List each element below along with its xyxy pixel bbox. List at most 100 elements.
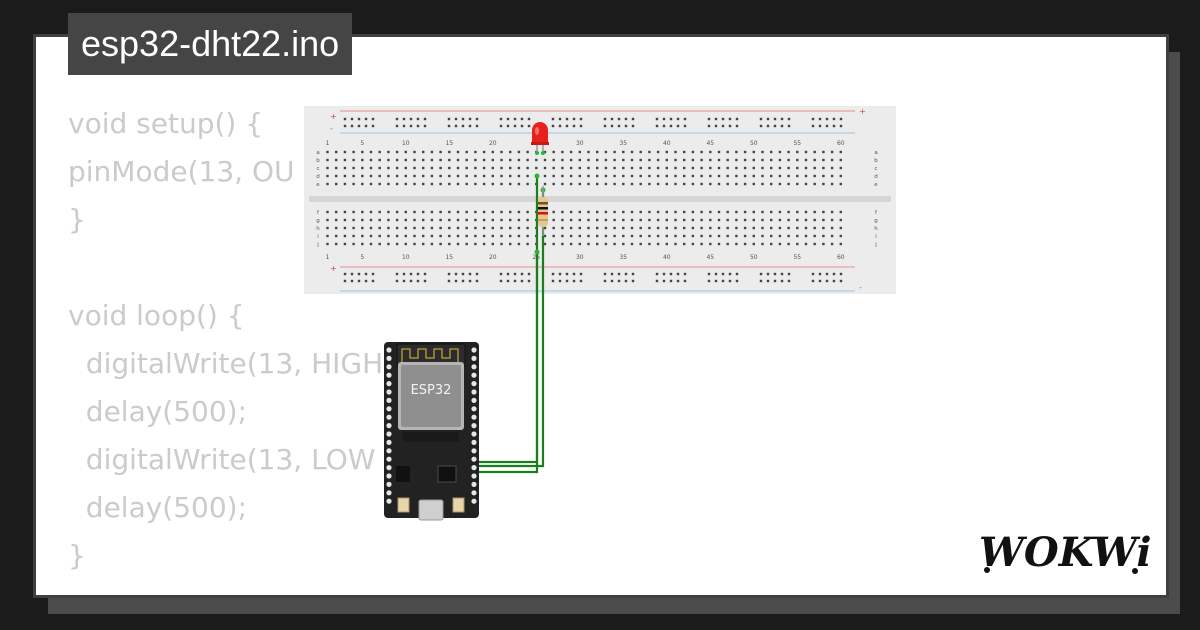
- esp32-pin[interactable]: [386, 456, 392, 462]
- breadboard-hole: [378, 234, 381, 238]
- breadboard-hole: [773, 124, 777, 128]
- breadboard-hole: [728, 117, 732, 121]
- esp32-pin[interactable]: [471, 456, 477, 462]
- esp32-pin[interactable]: [471, 381, 477, 387]
- breadboard-hole: [709, 166, 712, 170]
- breadboard-hole: [343, 158, 347, 162]
- breadboard-hole: [413, 242, 416, 246]
- esp32-pin[interactable]: [386, 372, 392, 378]
- esp32-pin[interactable]: [386, 498, 392, 504]
- esp32-pin[interactable]: [471, 355, 477, 361]
- breadboard-hole: [552, 182, 555, 186]
- breadboard-hole: [551, 279, 555, 283]
- column-number-label: 45: [706, 140, 714, 147]
- esp32-en-button[interactable]: [452, 497, 465, 513]
- esp32-pin[interactable]: [471, 448, 477, 454]
- breadboard-hole: [735, 218, 738, 222]
- breadboard-hole: [700, 242, 703, 246]
- breadboard-hole: [655, 124, 659, 128]
- breadboard-hole: [830, 182, 834, 186]
- breadboard-hole: [465, 174, 468, 178]
- breadboard-hole: [780, 272, 784, 276]
- esp32-pin[interactable]: [471, 439, 477, 445]
- esp32-boot-button[interactable]: [397, 497, 410, 513]
- esp32-pin[interactable]: [471, 473, 477, 479]
- resistor-band: [538, 207, 548, 210]
- wire-ground[interactable]: [478, 190, 545, 468]
- resistor[interactable]: [538, 186, 548, 236]
- breadboard-hole: [465, 166, 468, 170]
- esp32-pin[interactable]: [386, 406, 392, 412]
- breadboard[interactable]: 1155101015152020252530303535404045455050…: [304, 106, 896, 294]
- breadboard-hole: [639, 182, 642, 186]
- breadboard-hole: [752, 150, 755, 154]
- breadboard-hole: [423, 272, 427, 276]
- breadboard-hole: [456, 210, 460, 214]
- breadboard-hole: [402, 279, 406, 283]
- esp32-pin[interactable]: [386, 439, 392, 445]
- breadboard-hole: [350, 272, 354, 276]
- esp32-pin[interactable]: [471, 490, 477, 496]
- breadboard-hole: [596, 166, 599, 170]
- esp32-pin[interactable]: [386, 423, 392, 429]
- breadboard-hole: [491, 158, 494, 162]
- esp32-pin[interactable]: [386, 414, 392, 420]
- breadboard-hole: [674, 182, 677, 186]
- breadboard-hole: [413, 158, 416, 162]
- breadboard-hole: [499, 272, 503, 276]
- esp32-pin[interactable]: [471, 397, 477, 403]
- breadboard-hole: [468, 117, 472, 121]
- row-letter-label: e: [316, 182, 320, 188]
- esp32-pin[interactable]: [386, 355, 392, 361]
- column-number-label: 15: [445, 140, 453, 147]
- breadboard-hole: [613, 158, 616, 162]
- esp32-pin[interactable]: [386, 481, 392, 487]
- esp32-pin[interactable]: [471, 347, 477, 353]
- esp32-pin[interactable]: [386, 490, 392, 496]
- breadboard-hole: [622, 234, 625, 238]
- breadboard-hole: [527, 117, 531, 121]
- breadboard-hole: [439, 150, 442, 154]
- breadboard-hole: [352, 210, 355, 214]
- esp32-pin[interactable]: [386, 381, 392, 387]
- esp32-pin[interactable]: [471, 406, 477, 412]
- esp32-pin[interactable]: [386, 431, 392, 437]
- breadboard-hole: [447, 279, 451, 283]
- breadboard-hole: [369, 218, 373, 222]
- esp32-pin[interactable]: [471, 481, 477, 487]
- esp32-board[interactable]: ESP32: [384, 342, 479, 521]
- led-pin: [541, 151, 545, 155]
- breadboard-hole: [395, 234, 399, 238]
- breadboard-hole: [535, 166, 538, 170]
- esp32-pin[interactable]: [471, 372, 477, 378]
- esp32-pin[interactable]: [386, 347, 392, 353]
- breadboard-hole: [364, 272, 368, 276]
- breadboard-hole: [818, 124, 822, 128]
- esp32-pin[interactable]: [386, 364, 392, 370]
- breadboard-hole: [787, 150, 790, 154]
- breadboard-hole: [839, 166, 842, 170]
- breadboard-hole: [759, 124, 763, 128]
- breadboard-hole: [813, 182, 816, 186]
- esp32-pin[interactable]: [471, 465, 477, 471]
- breadboard-hole: [759, 279, 763, 283]
- esp32-pin[interactable]: [471, 423, 477, 429]
- breadboard-hole: [430, 182, 434, 186]
- esp32-pin[interactable]: [471, 431, 477, 437]
- esp32-pin[interactable]: [471, 364, 477, 370]
- esp32-pin[interactable]: [386, 448, 392, 454]
- esp32-pin[interactable]: [386, 397, 392, 403]
- breadboard-hole: [500, 174, 503, 178]
- esp32-pin[interactable]: [386, 465, 392, 471]
- led-red[interactable]: [531, 122, 549, 155]
- breadboard-hole: [709, 226, 712, 230]
- esp32-pin[interactable]: [386, 473, 392, 479]
- esp32-pin[interactable]: [471, 389, 477, 395]
- esp32-pin[interactable]: [471, 498, 477, 504]
- breadboard-hole: [622, 226, 625, 230]
- esp32-pin[interactable]: [471, 414, 477, 420]
- breadboard-hole: [404, 166, 407, 170]
- breadboard-hole: [743, 234, 747, 238]
- column-number-label: 55: [793, 254, 801, 261]
- esp32-pin[interactable]: [386, 389, 392, 395]
